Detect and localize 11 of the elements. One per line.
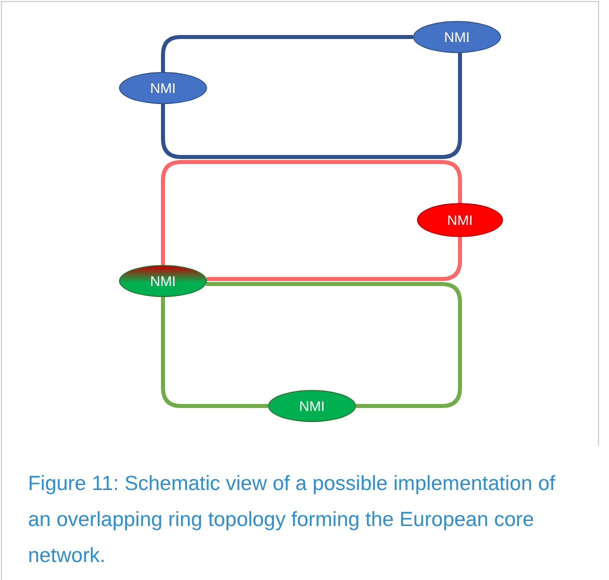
- figure-caption: Figure 11: Schematic view of a possible implementation of an overlapping ring topology forming the European core network.: [28, 471, 556, 569]
- ring-connector: [161, 35, 413, 72]
- node-label: NMI: [150, 80, 176, 96]
- ring-connector: [206, 282, 462, 408]
- ring-connector: [161, 52, 462, 159]
- ring-connector: [161, 160, 462, 265]
- node-label: NMI: [299, 398, 325, 414]
- node-label: NMI: [447, 212, 473, 228]
- ring-connector: [161, 297, 268, 408]
- node-label: NMI: [444, 29, 470, 45]
- node-label: NMI: [150, 273, 176, 289]
